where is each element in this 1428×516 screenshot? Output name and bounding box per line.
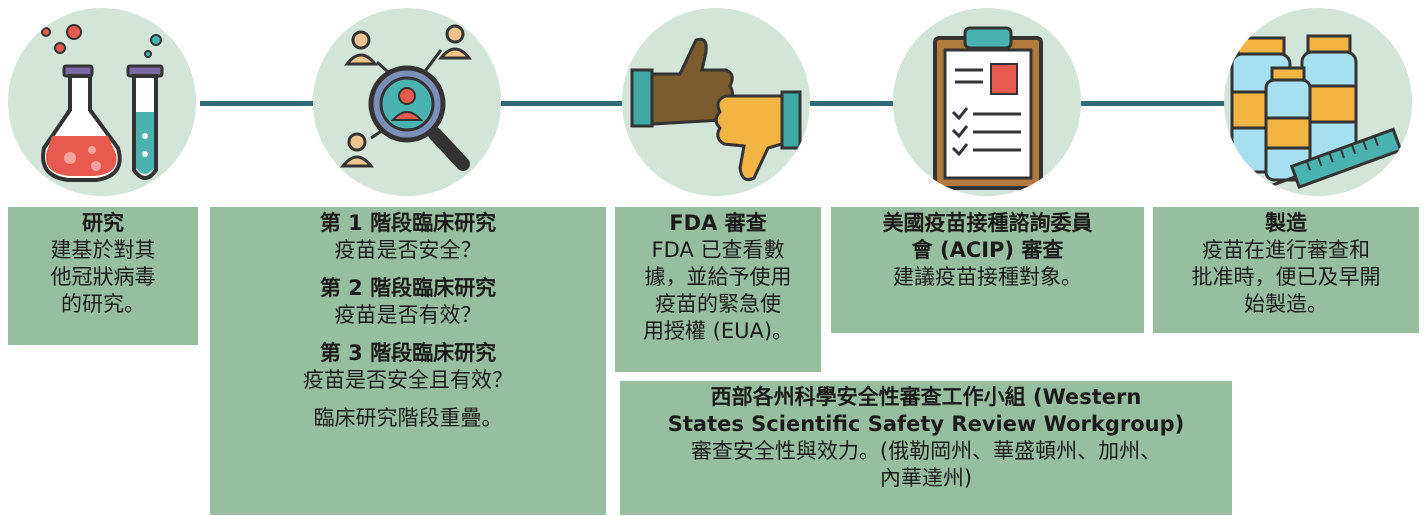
step-text: 用授權 (EUA)。 [642,319,794,343]
connector-line [810,101,895,106]
step-manufacturing-box: 製造 疫苗在進行審查和 批准時，便已及早開 始製造。 [1153,207,1419,333]
step-text: 據，並給予使用 [644,265,792,289]
clipboard-checklist-icon [893,8,1081,196]
connector-line [200,101,315,106]
phase-title: 第 1 階段臨床研究 [319,211,497,235]
workgroup-text: 內華達州) [879,466,973,490]
step-text: 建議疫苗接種對象。 [893,265,1082,289]
step-title: FDA 審查 [669,211,767,235]
phase-text: 疫苗是否安全？ [334,238,482,262]
step-text: 疫苗的緊急使 [655,292,781,316]
phase-title: 第 3 階段臨床研究 [319,341,497,365]
vaccine-vials-icon [1224,8,1412,196]
phase-text: 疫苗是否安全且有效？ [303,368,513,392]
step-text: FDA 已查看數 [651,238,785,262]
phase-text: 疫苗是否有效？ [334,303,482,327]
step-research-box: 研究 建基於對其 他冠狀病毒 的研究。 [8,207,198,345]
step-text: 他冠狀病毒 [50,265,156,289]
lab-flask-icon [8,8,196,196]
step-acip-review-box: 美國疫苗接種諮詢委員 會 (ACIP) 審查 建議疫苗接種對象。 [831,207,1144,333]
magnifier-people-icon [313,8,501,196]
step-title: 美國疫苗接種諮詢委員 [882,211,1093,235]
thumbs-up-down-icon [622,8,810,196]
connector-line [500,101,630,106]
step-title: 會 (ACIP) 審查 [911,238,1064,262]
step-title: 研究 [82,211,124,235]
step-text: 疫苗在進行審查和 [1202,238,1370,262]
step-clinical-trials-box: 第 1 階段臨床研究 疫苗是否安全？ 第 2 階段臨床研究 疫苗是否有效？ 第 … [210,207,606,515]
overlap-note: 臨床研究階段重疊。 [313,406,503,430]
step-text: 建基於對其 [50,238,156,262]
workgroup-text: 審查安全性與效力。(俄勒岡州、華盛頓州、加州、 [690,439,1162,463]
step-title: 製造 [1265,211,1307,235]
workgroup-title: 西部各州科學安全性審查工作小組 (Western [710,385,1142,409]
phase-title: 第 2 階段臨床研究 [319,276,497,300]
step-fda-review-box: FDA 審查 FDA 已查看數 據，並給予使用 疫苗的緊急使 用授權 (EUA)… [615,207,821,372]
step-text: 始製造。 [1244,292,1328,316]
workgroup-title: States Scientific Safety Review Workgrou… [667,412,1185,436]
connector-line [1080,101,1225,106]
western-states-workgroup-box: 西部各州科學安全性審查工作小組 (Western States Scientif… [620,381,1232,515]
step-text: 批准時，便已及早開 [1191,265,1381,289]
step-text: 的研究。 [61,292,145,316]
